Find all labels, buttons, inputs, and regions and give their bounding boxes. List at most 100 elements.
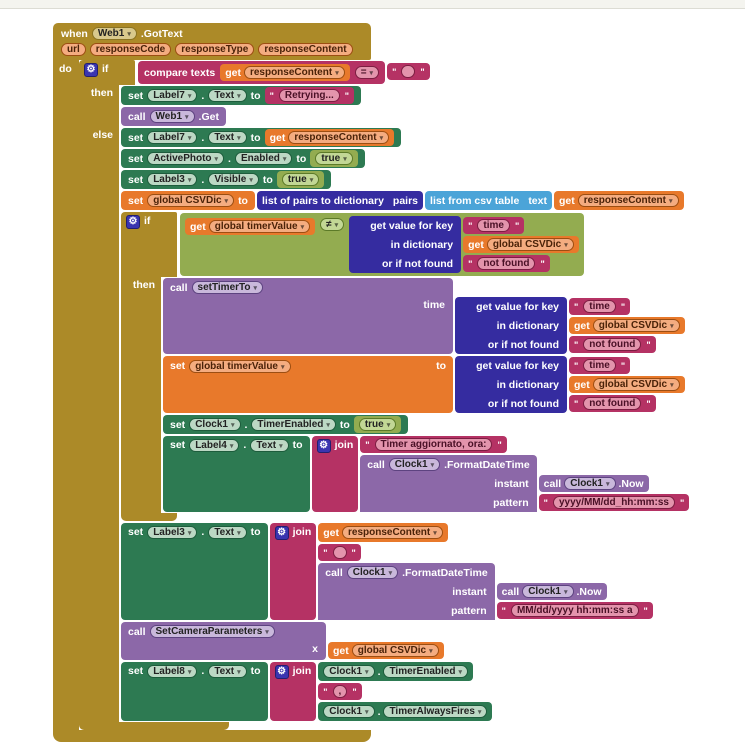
outer-if-else-block[interactable]: if compare texts get responseContent = (79, 60, 690, 730)
label3-dropdown[interactable]: Label3 (147, 526, 198, 539)
set-label4-text-block[interactable]: set Label4 . Text to (163, 436, 690, 512)
not-found-string-block[interactable]: not found (463, 255, 550, 272)
pattern-string-block[interactable]: MM/dd/yyyy hh:mm:ss a (496, 602, 653, 619)
clock1-timerenabled-getter-block[interactable]: Clock1 . TimerEnabled (318, 662, 473, 681)
clock1-dropdown[interactable]: Clock1 (346, 566, 399, 579)
time-string-block[interactable]: time (569, 298, 631, 315)
set-label3-visible-block[interactable]: set Label3 . Visible to true (121, 170, 332, 189)
dictionary-lookup-block[interactable]: get value for key time in dictionary get… (455, 297, 685, 354)
true-logic-block[interactable]: true (276, 171, 325, 188)
empty-string-field[interactable] (401, 65, 416, 78)
param-responsecontent[interactable]: responseContent (258, 43, 353, 56)
call-clock1-now-block[interactable]: call Clock1 .Now (496, 583, 607, 600)
set-label7-content-block[interactable]: set Label7 . Text to get responseContent (121, 128, 402, 147)
mutator-gear-icon[interactable] (84, 63, 98, 77)
true-dropdown[interactable]: true (358, 418, 397, 431)
global-csvdic-dropdown[interactable]: global CSVDic (486, 238, 574, 251)
text-prop-dropdown[interactable]: Text (208, 131, 247, 144)
get-responsecontent-block[interactable]: get responseContent (318, 523, 448, 542)
call-web1-get-block[interactable]: call Web1 .Get (121, 107, 226, 126)
label7-dropdown[interactable]: Label7 (147, 131, 198, 144)
format-datetime-block[interactable]: call Clock1 .FormatDateTime instant (360, 455, 690, 512)
clock1-dropdown[interactable]: Clock1 (189, 418, 241, 431)
dictionary-lookup-block[interactable]: get value for key time in dictionary get… (455, 356, 685, 413)
timer-aggiornato-string-field[interactable]: Timer aggiornato, ora: (374, 438, 493, 451)
true-logic-block[interactable]: true (353, 416, 402, 433)
get-responsecontent-block[interactable]: get responseContent (220, 64, 350, 81)
global-csvdic-dropdown[interactable]: global CSVDic (147, 194, 235, 207)
not-found-string-field[interactable]: not found (583, 338, 642, 351)
text-prop-dropdown[interactable]: Text (208, 89, 247, 102)
not-equal-op-dropdown[interactable]: ≠ (320, 218, 345, 231)
web1-component-dropdown[interactable]: Web1 (91, 27, 137, 40)
time-string-field[interactable]: time (477, 219, 510, 232)
responsecontent-var-dropdown[interactable]: responseContent (342, 526, 443, 539)
list-pairs-to-dictionary-block[interactable]: list of pairs to dictionary pairs (256, 191, 424, 210)
join-block[interactable]: join Timer aggiornato, ora: (311, 436, 690, 512)
empty-string-block[interactable] (318, 544, 361, 561)
label3-dropdown[interactable]: Label3 (147, 173, 198, 186)
label8-dropdown[interactable]: Label8 (147, 665, 198, 678)
set-label7-retrying-block[interactable]: set Label7 . Text to Retrying... (121, 86, 362, 105)
mutator-gear-icon[interactable] (126, 215, 140, 229)
global-csvdic-dropdown[interactable]: global CSVDic (592, 319, 680, 332)
comma-string-block[interactable]: , (318, 683, 362, 700)
visible-prop-dropdown[interactable]: Visible (208, 173, 259, 186)
retrying-string-field[interactable]: Retrying... (278, 89, 340, 102)
param-responsecode[interactable]: responseCode (89, 43, 172, 56)
empty-string-block[interactable] (387, 63, 430, 80)
retrying-string-block[interactable]: Retrying... (264, 87, 355, 104)
global-csvdic-dropdown[interactable]: global CSVDic (592, 378, 680, 391)
web1-dropdown[interactable]: Web1 (149, 110, 195, 123)
time-string-field[interactable]: time (583, 300, 616, 313)
blocks-workspace[interactable]: when Web1 .GotText url responseCode resp… (53, 23, 690, 742)
call-setcameraparameters-block[interactable]: call SetCameraParameters x get global CS… (121, 622, 444, 660)
time-string-block[interactable]: time (569, 357, 631, 374)
pattern-string-field[interactable]: yyyy/MM/dd_hh:mm:ss (552, 496, 675, 509)
get-responsecontent-block[interactable]: get responseContent (264, 129, 395, 146)
clock1-dropdown[interactable]: Clock1 (323, 665, 375, 678)
set-clock1-timerenabled-block[interactable]: set Clock1 . TimerEnabled to true (163, 415, 409, 434)
clock1-timeralwaysfires-getter-block[interactable]: Clock1 . TimerAlwaysFires (318, 702, 493, 721)
list-from-csv-table-block[interactable]: list from csv table text (425, 191, 552, 210)
pattern-string-block[interactable]: yyyy/MM/dd_hh:mm:ss (538, 494, 690, 511)
mutator-gear-icon[interactable] (274, 665, 289, 679)
param-responsetype[interactable]: responseType (175, 43, 255, 56)
setcameraparameters-dropdown[interactable]: SetCameraParameters (149, 625, 275, 638)
call-settimerto-block[interactable]: call setTimerTo time get value for key t… (163, 278, 685, 354)
set-global-timervalue-block[interactable]: set global timerValue to get value for k… (163, 356, 685, 413)
clock1-dropdown[interactable]: Clock1 (564, 477, 616, 490)
timerenabled-prop-dropdown[interactable]: TimerEnabled (383, 665, 468, 678)
settimerto-dropdown[interactable]: setTimerTo (191, 281, 264, 294)
text-prop-dropdown[interactable]: Text (208, 665, 247, 678)
global-csvdic-dropdown[interactable]: global CSVDic (351, 644, 439, 657)
inner-if-block[interactable]: if get global timerValue (121, 212, 690, 521)
not-found-string-block[interactable]: not found (569, 336, 656, 353)
responsecontent-var-dropdown[interactable]: responseContent (288, 131, 390, 144)
enabled-prop-dropdown[interactable]: Enabled (234, 152, 293, 165)
global-timervalue-dropdown[interactable]: global timerValue (189, 360, 291, 373)
format-datetime-block[interactable]: call Clock1 .FormatDateTime instant (318, 563, 653, 620)
not-equal-logic-block[interactable]: get global timerValue ≠ get value for ke… (180, 213, 584, 276)
get-responsecontent-block[interactable]: get responseContent (554, 191, 684, 210)
compare-texts-block[interactable]: compare texts get responseContent = (138, 61, 386, 84)
label7-dropdown[interactable]: Label7 (147, 89, 198, 102)
global-timervalue-dropdown[interactable]: global timerValue (208, 220, 311, 233)
empty-string-field[interactable] (332, 546, 347, 559)
responsecontent-var-dropdown[interactable]: responseContent (243, 66, 345, 79)
get-global-csvdic-block[interactable]: get global CSVDic (328, 642, 444, 659)
param-url[interactable]: url (61, 43, 86, 56)
join-block[interactable]: join Clock1 . TimerEnabled (269, 662, 493, 721)
clock1-dropdown[interactable]: Clock1 (388, 458, 441, 471)
call-clock1-now-block[interactable]: call Clock1 .Now (538, 475, 649, 492)
dictionary-lookup-block[interactable]: get value for key time in dictionary get… (349, 216, 579, 273)
true-logic-block[interactable]: true (310, 150, 358, 167)
set-label8-text-block[interactable]: set Label8 . Text to join (121, 662, 493, 721)
true-dropdown[interactable]: true (315, 152, 353, 165)
time-string-field[interactable]: time (583, 359, 616, 372)
set-activephoto-enabled-block[interactable]: set ActivePhoto . Enabled to true (121, 149, 365, 168)
join-block[interactable]: join get responseContent (269, 523, 653, 620)
